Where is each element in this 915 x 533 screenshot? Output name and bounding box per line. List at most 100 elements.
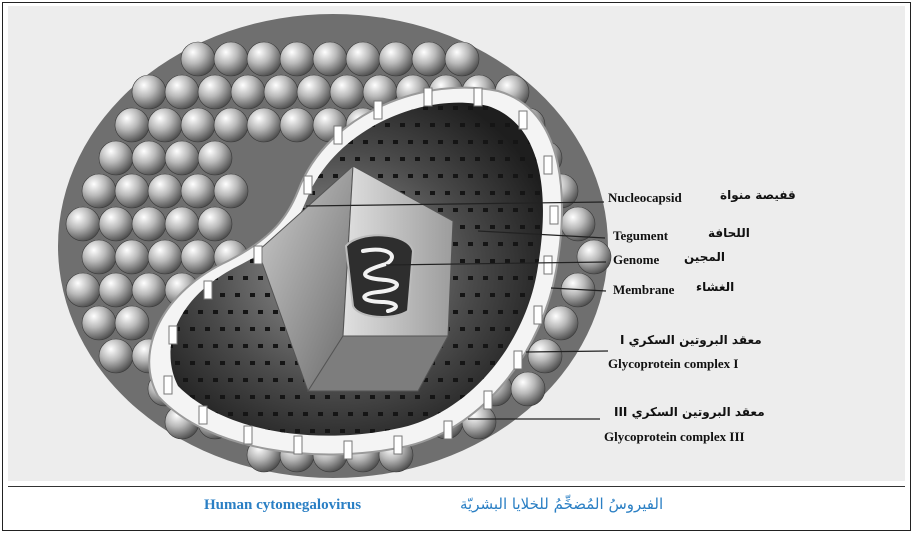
glycoprotein-spike	[484, 391, 492, 409]
capsomer-sphere	[297, 75, 331, 109]
tegument-dot	[265, 395, 270, 399]
tegument-dot	[483, 106, 488, 110]
tegument-dot	[213, 378, 218, 382]
tegument-dot	[453, 276, 458, 280]
tegument-dot	[498, 242, 503, 246]
tegument-dot	[468, 378, 473, 382]
tegument-dot	[310, 395, 315, 399]
tegument-dot	[235, 395, 240, 399]
tegument-dot	[543, 412, 548, 416]
tegument-dot	[220, 293, 225, 297]
tegument-dot	[445, 123, 450, 127]
tegument-dot	[490, 327, 495, 331]
tegument-dot	[235, 327, 240, 331]
label-membrane-en: Membrane	[613, 282, 674, 298]
tegument-dot	[505, 259, 510, 263]
tegument-dot	[498, 276, 503, 280]
label-tegument-ar: اللحافة	[708, 226, 750, 240]
tegument-dot	[280, 395, 285, 399]
tegument-dot	[490, 259, 495, 263]
cytomegalovirus-illustration	[8, 6, 905, 481]
label-nucleocapsid-en: Nucleocapsid	[608, 190, 682, 206]
tegument-dot	[513, 242, 518, 246]
tegument-dot	[273, 344, 278, 348]
capsomer-sphere	[82, 174, 116, 208]
tegument-dot	[228, 378, 233, 382]
tegument-dot	[415, 395, 420, 399]
tegument-dot	[445, 191, 450, 195]
tegument-dot	[520, 191, 525, 195]
tegument-dot	[535, 191, 540, 195]
tegument-dot	[505, 191, 510, 195]
tegument-dot	[468, 310, 473, 314]
tegument-dot	[408, 412, 413, 416]
tegument-dot	[453, 344, 458, 348]
tegument-dot	[483, 276, 488, 280]
capsomer-sphere	[99, 141, 133, 175]
tegument-dot	[520, 259, 525, 263]
tegument-dot	[258, 378, 263, 382]
tegument-dot	[430, 157, 435, 161]
tegument-dot	[453, 106, 458, 110]
tegument-dot	[475, 327, 480, 331]
tegument-dot	[280, 327, 285, 331]
tegument-dot	[490, 157, 495, 161]
capsomer-sphere	[115, 174, 149, 208]
tegument-dot	[385, 123, 390, 127]
tegument-dot	[498, 140, 503, 144]
tegument-dot	[483, 174, 488, 178]
tegument-dot	[175, 361, 180, 365]
tegument-dot	[430, 395, 435, 399]
tegument-dot	[498, 208, 503, 212]
capsomer-sphere	[82, 240, 116, 274]
capsomer-sphere	[280, 42, 314, 76]
tegument-dot	[513, 174, 518, 178]
tegument-dot	[310, 429, 315, 433]
tegument-dot	[295, 429, 300, 433]
tegument-dot	[243, 412, 248, 416]
tegument-dot	[415, 191, 420, 195]
tegument-dot	[535, 225, 540, 229]
tegument-dot	[265, 293, 270, 297]
tegument-dot	[453, 140, 458, 144]
capsomer-sphere	[346, 42, 380, 76]
tegument-dot	[460, 157, 465, 161]
capsomer-sphere	[214, 108, 248, 142]
capsomer-sphere	[264, 75, 298, 109]
glycoprotein-spike	[519, 111, 527, 129]
capsomer-sphere	[181, 108, 215, 142]
tegument-dot	[415, 157, 420, 161]
tegument-dot	[378, 140, 383, 144]
tegument-dot	[468, 344, 473, 348]
tegument-dot	[280, 361, 285, 365]
tegument-dot	[505, 157, 510, 161]
glycoprotein-spike	[204, 281, 212, 299]
tegument-dot	[483, 310, 488, 314]
tegument-dot	[468, 106, 473, 110]
tegument-dot	[385, 395, 390, 399]
tegument-dot	[363, 412, 368, 416]
tegument-dot	[258, 310, 263, 314]
capsomer-sphere	[181, 240, 215, 274]
label-nucleocapsid-ar: قفيصة منواة	[720, 188, 796, 202]
label-genome-en: Genome	[613, 252, 659, 268]
capsomer-sphere	[412, 42, 446, 76]
glycoprotein-spike	[514, 351, 522, 369]
capsomer-sphere	[115, 108, 149, 142]
tegument-dot	[483, 140, 488, 144]
tegument-dot	[468, 276, 473, 280]
tegument-dot	[378, 412, 383, 416]
tegument-dot	[393, 412, 398, 416]
capsomer-sphere	[132, 207, 166, 241]
tegument-dot	[430, 191, 435, 195]
tegument-dot	[190, 327, 195, 331]
tegument-dot	[535, 429, 540, 433]
capsomer-sphere	[379, 42, 413, 76]
tegument-dot	[528, 276, 533, 280]
tegument-dot	[258, 276, 263, 280]
tegument-dot	[475, 225, 480, 229]
tegument-dot	[243, 378, 248, 382]
tegument-dot	[505, 293, 510, 297]
tegument-dot	[520, 225, 525, 229]
tegument-dot	[235, 293, 240, 297]
